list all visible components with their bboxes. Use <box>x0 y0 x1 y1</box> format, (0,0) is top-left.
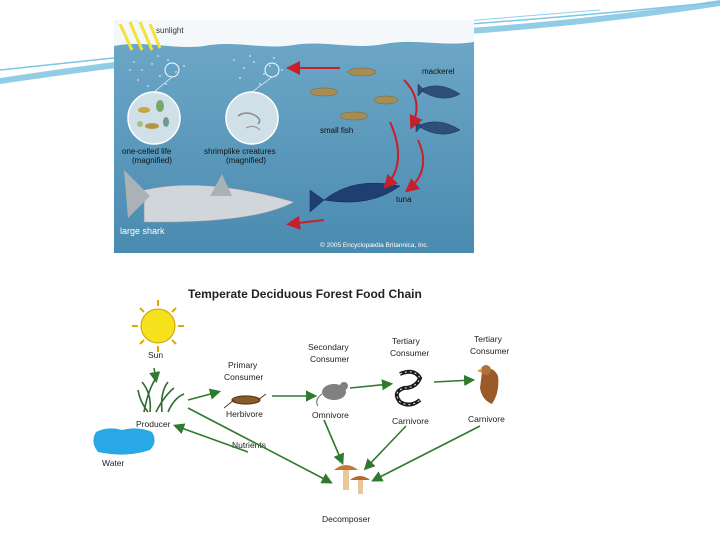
sun-icon <box>132 300 184 352</box>
ocean-arrows <box>286 61 425 230</box>
sun-label: Sun <box>148 350 163 360</box>
tertiary-b-label-2: Consumer <box>470 346 509 356</box>
tuna-icon <box>309 182 401 213</box>
producer-label: Producer <box>136 419 171 429</box>
arrow-nutrients-to-producer <box>172 423 249 453</box>
carnivore-label-2: Carnivore <box>468 414 505 424</box>
arrow-mackerel-to-tuna <box>404 139 425 193</box>
arrow-sun-to-producer <box>149 367 161 384</box>
shrimp-label: shrimplike creatures <box>204 147 276 156</box>
primary-consumer-label-1: Primary <box>228 360 258 370</box>
secondary-consumer-label-1: Secondary <box>308 342 349 352</box>
plankton-cloud <box>129 55 283 87</box>
arrow-omnivore-to-snake <box>349 379 394 391</box>
decomposer-label: Decomposer <box>322 514 370 524</box>
decomposer-mushroom-icon <box>334 465 370 494</box>
arrow-snake-to-decomposer <box>363 425 407 471</box>
carnivore-label-1: Carnivore <box>392 416 429 426</box>
forest-title: Temperate Deciduous Forest Food Chain <box>188 287 422 301</box>
forest-food-chain-image: Temperate Deciduous Forest Food Chain Su… <box>88 276 518 536</box>
large-shark-icon <box>124 170 295 223</box>
one-celled-sublabel: (magnified) <box>132 156 172 165</box>
arrow-hawk-to-decomposer <box>371 425 481 482</box>
arrow-snake-to-hawk <box>433 374 476 387</box>
shark-label: large shark <box>120 226 165 236</box>
sunlight-rays-icon <box>118 21 162 51</box>
tertiary-consumer-label-2: Consumer <box>390 348 429 358</box>
arrow-tuna-to-shark <box>286 215 325 230</box>
forest-arrows <box>172 374 481 484</box>
omnivore-label: Omnivore <box>312 410 349 420</box>
tuna-label: tuna <box>396 195 412 204</box>
primary-consumer-label-2: Consumer <box>224 372 263 382</box>
herbivore-cricket-icon <box>223 393 267 409</box>
small-fish-label: small fish <box>320 126 353 135</box>
arrow-omnivore-to-decomposer <box>323 419 344 465</box>
nutrients-label: Nutrients <box>232 440 266 450</box>
water-icon <box>93 428 155 455</box>
arrow-mackerel-cycle <box>403 79 423 130</box>
mackerel-label: mackerel <box>422 67 455 76</box>
tertiary-b-label-1: Tertiary <box>474 334 503 344</box>
sky <box>114 20 474 47</box>
shrimplike-creatures-icon <box>225 91 279 145</box>
copyright-label: © 2005 Encyclopædia Britannica, Inc. <box>320 241 429 249</box>
arrow-fish-to-tuna <box>383 121 400 189</box>
small-fish-icon <box>309 67 399 121</box>
arrow-producer-to-herbivore <box>187 388 222 401</box>
carnivore-hawk-icon <box>477 365 499 404</box>
sunlight-label: sunlight <box>156 26 184 35</box>
arrow-producer-to-decomposer <box>187 407 333 484</box>
ocean-food-chain-image: sunlight one-celled life (magnified) shr… <box>114 20 474 253</box>
one-celled-label: one-celled life <box>122 147 172 156</box>
tertiary-consumer-label-1: Tertiary <box>392 336 421 346</box>
shrimp-sublabel: (magnified) <box>226 156 266 165</box>
water-label: Water <box>102 458 125 468</box>
secondary-consumer-label-2: Consumer <box>310 354 349 364</box>
one-celled-life-icon <box>127 91 181 145</box>
herbivore-label: Herbivore <box>226 409 263 419</box>
